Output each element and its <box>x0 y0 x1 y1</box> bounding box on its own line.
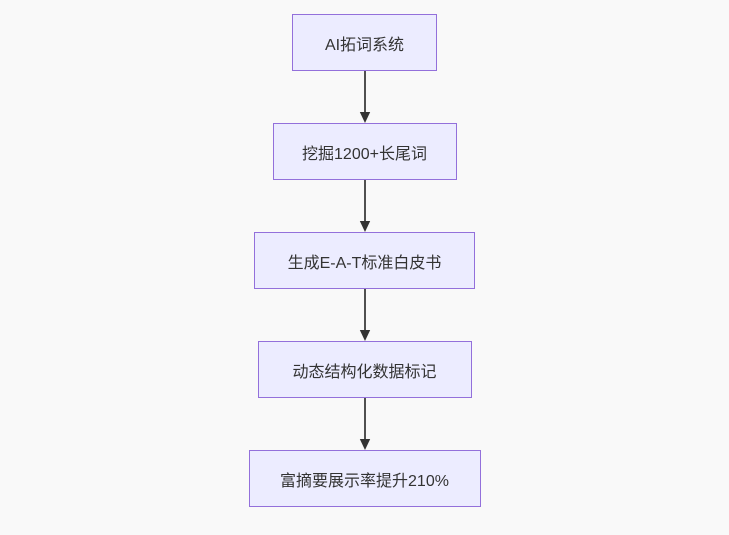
flowchart-node-1-label: AI拓词系统 <box>324 36 405 54</box>
flowchart-edge-1-2 <box>358 71 372 123</box>
arrow-down-icon <box>359 398 370 450</box>
flowchart-node-4: 动态结构化数据标记 <box>257 341 472 398</box>
flowchart-node-4-label: 动态结构化数据标记 <box>292 363 437 381</box>
flowchart-node-5: 富摘要展示率提升210% <box>248 450 481 507</box>
flowchart-node-5-label: 富摘要展示率提升210% <box>280 472 449 490</box>
flowchart-node-2-label: 挖掘1200+长尾词 <box>302 145 427 163</box>
flowchart-edge-4-5 <box>358 398 372 450</box>
arrow-down-icon <box>359 71 370 123</box>
flowchart-node-3-label: 生成E-A-T标准白皮书 <box>287 254 442 272</box>
flowchart-node-3: 生成E-A-T标准白皮书 <box>254 232 475 289</box>
flowchart-edge-2-3 <box>358 180 372 232</box>
flowchart-edge-3-4 <box>358 289 372 341</box>
flowchart-node-2: 挖掘1200+长尾词 <box>272 123 457 180</box>
flowchart-node-1: AI拓词系统 <box>292 14 437 71</box>
arrow-down-icon <box>359 289 370 341</box>
arrow-down-icon <box>359 180 370 232</box>
